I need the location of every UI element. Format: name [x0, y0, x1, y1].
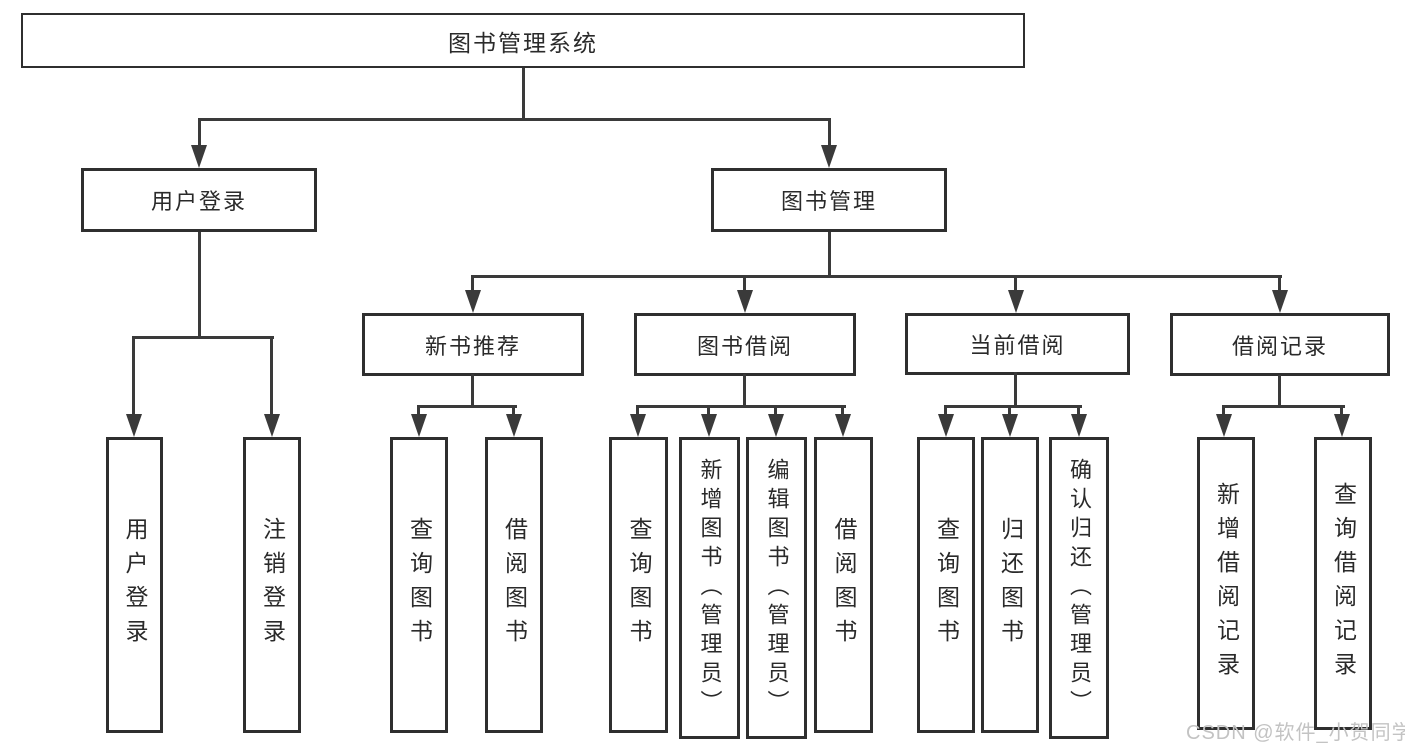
connector-drop-add-record [1222, 405, 1225, 417]
node-library-management-system: 图书管理系统 [21, 13, 1025, 68]
connector-drop-borrow2 [841, 405, 844, 417]
connector-drop-current-borrowing [1014, 275, 1017, 293]
connector-drop-query3 [944, 405, 947, 417]
node-borrowing-records: 借阅记录 [1170, 313, 1390, 376]
leaf-logout: 注销登录 [243, 437, 301, 733]
arrowhead-new-book [465, 290, 481, 313]
connector-drop-confirm-return [1077, 405, 1080, 417]
node-user-login-branch: 用户登录 [81, 168, 317, 232]
arrowhead-leaf-logout [264, 414, 280, 437]
leaf-edit-books-admin: 编辑图书（管理员） [746, 437, 807, 739]
csdn-watermark: CSDN @软件_小贺同学 [1186, 722, 1405, 744]
arrowhead-add-books [701, 414, 717, 437]
arrowhead-user-login [191, 145, 207, 168]
arrowhead-query-record [1334, 414, 1350, 437]
arrowhead-query2 [630, 414, 646, 437]
arrowhead-borrowing-records [1272, 290, 1288, 313]
connector-records-stem [1278, 375, 1281, 408]
leaf-borrow-books-1: 借阅图书 [485, 437, 543, 733]
node-current-borrowing: 当前借阅 [905, 313, 1130, 375]
node-book-management-branch: 图书管理 [711, 168, 947, 232]
leaf-confirm-return-admin: 确认归还（管理员） [1049, 437, 1109, 739]
arrowhead-current-borrowing [1008, 290, 1024, 313]
leaf-add-borrow-record: 新增借阅记录 [1197, 437, 1255, 730]
connector-newbook-stem [471, 374, 474, 408]
leaf-add-books-admin: 新增图书（管理员） [679, 437, 740, 739]
leaf-query-books-1: 查询图书 [390, 437, 448, 733]
connector-drop-query2 [636, 405, 639, 417]
leaf-return-books: 归还图书 [981, 437, 1039, 733]
arrowhead-add-record [1216, 414, 1232, 437]
leaf-query-books-2: 查询图书 [609, 437, 668, 733]
node-new-book-recommendation: 新书推荐 [362, 313, 584, 376]
connector-drop-user-login [198, 118, 201, 148]
connector-newbook-bar [417, 405, 517, 408]
connector-current-bar [944, 405, 1082, 408]
connector-borrowing-stem [743, 374, 746, 408]
arrowhead-borrow1 [506, 414, 522, 437]
connector-drop-edit-books [774, 405, 777, 417]
arrowhead-book-management [821, 145, 837, 168]
connector-drop-add-books [707, 405, 710, 417]
leaf-user-login: 用户登录 [106, 437, 163, 733]
connector-drop-new-book [471, 275, 474, 293]
node-book-borrowing: 图书借阅 [634, 313, 856, 376]
arrowhead-query1 [411, 414, 427, 437]
arrowhead-query3 [938, 414, 954, 437]
leaf-query-books-3: 查询图书 [917, 437, 975, 733]
arrowhead-leaf-user-login [126, 414, 142, 437]
connector-drop-book-management [828, 118, 831, 148]
arrowhead-book-borrowing [737, 290, 753, 313]
connector-drop-borrow1 [512, 405, 515, 417]
leaf-query-borrow-record: 查询借阅记录 [1314, 437, 1372, 730]
connector-current-stem [1014, 372, 1017, 408]
connector-root-bar [198, 118, 831, 121]
connector-login-stem [198, 232, 201, 339]
connector-borrowing-bar [636, 405, 846, 408]
connector-drop-leaf-user-login [132, 336, 135, 418]
connector-drop-borrowing-records [1278, 275, 1281, 293]
leaf-borrow-books-2: 借阅图书 [814, 437, 873, 733]
arrowhead-confirm-return [1071, 414, 1087, 437]
connector-drop-return-books [1008, 405, 1011, 417]
connector-management-stem [828, 232, 831, 278]
arrowhead-borrow2 [835, 414, 851, 437]
connector-drop-leaf-logout [270, 336, 273, 418]
connector-drop-query1 [417, 405, 420, 417]
connector-management-bar [471, 275, 1282, 278]
connector-records-bar [1222, 405, 1345, 408]
arrowhead-edit-books [768, 414, 784, 437]
connector-login-bar [132, 336, 274, 339]
arrowhead-return-books [1002, 414, 1018, 437]
connector-root-stem [522, 68, 525, 120]
connector-drop-query-record [1340, 405, 1343, 417]
connector-drop-book-borrowing [743, 275, 746, 293]
